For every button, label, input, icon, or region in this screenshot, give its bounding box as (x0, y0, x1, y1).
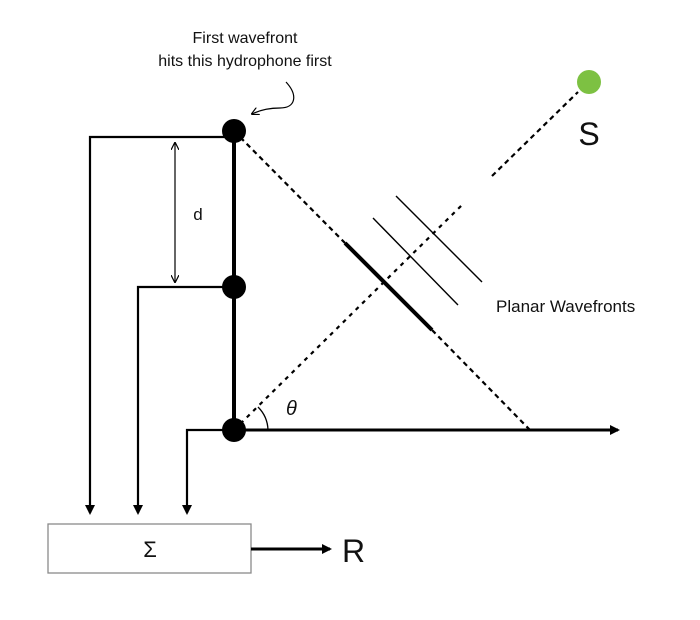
angle-label: θ (286, 398, 297, 420)
propagation-line (233, 204, 463, 431)
wavefront-line-dashed-upper (233, 130, 346, 244)
hydrophone-bottom (222, 418, 246, 442)
propagation-line-upper (491, 91, 579, 177)
hydrophone-middle (222, 275, 246, 299)
planar-wavefront-1 (372, 217, 459, 306)
signal-path-bottom (182, 428, 234, 515)
wavefront-line-dashed-lower (431, 329, 531, 431)
summer-box (47, 523, 252, 574)
annotation-line-2: hits this hydrophone first (158, 53, 332, 70)
annotation-line-1: First wavefront (193, 30, 298, 47)
angle-arc (257, 406, 269, 431)
annotation-pointer (252, 81, 295, 114)
signal-path-middle (133, 285, 234, 515)
planar-wavefront-2 (395, 195, 483, 283)
result-label: R (342, 533, 365, 569)
summer-label: Σ (143, 537, 157, 562)
wavefront-line-solid (343, 241, 434, 332)
spacing-label: d (193, 205, 202, 224)
source-label: S (578, 116, 599, 152)
signal-path-top (85, 135, 234, 515)
source-point (577, 70, 601, 94)
hydrophone-top (222, 119, 246, 143)
wavefronts-label: Planar Wavefronts (496, 297, 635, 316)
